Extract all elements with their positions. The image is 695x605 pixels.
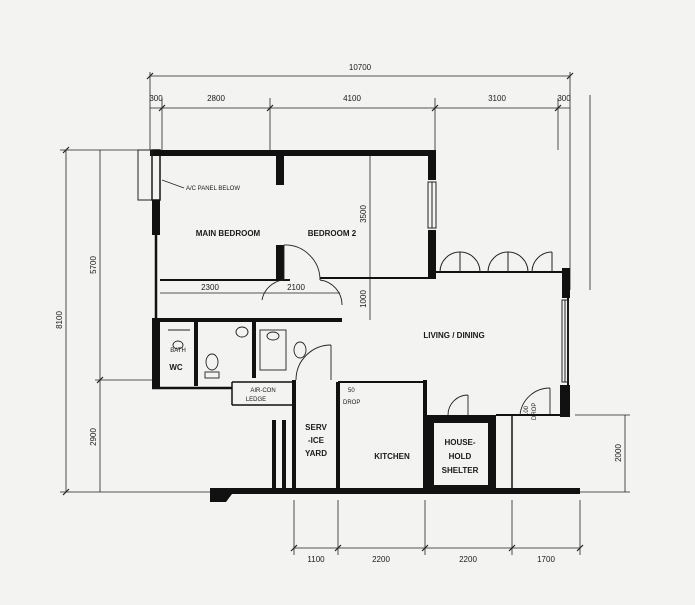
walls xyxy=(150,149,580,502)
dim-bottom-3: 2200 xyxy=(459,555,477,564)
label-shelter-1: HOUSE- xyxy=(444,438,475,447)
note-drop-100: 100 xyxy=(524,405,530,416)
dim-left-total: 8100 xyxy=(55,311,64,329)
label-bath: BATH xyxy=(170,348,186,354)
dim-bottom-4: 1700 xyxy=(537,555,555,564)
dim-right-2000: 2000 xyxy=(614,444,623,462)
label-shelter-2: HOLD xyxy=(449,452,472,461)
label-bedroom-2: BEDROOM 2 xyxy=(308,229,357,238)
dim-interior-3500: 3500 xyxy=(359,205,368,223)
dimension-labels: 10700 300 2800 4100 3100 300 8100 5700 2… xyxy=(55,63,623,564)
dim-left-lower: 2900 xyxy=(89,428,98,446)
note-drop-50: 50 xyxy=(348,388,355,394)
label-ac-ledge-2: LEDGE xyxy=(246,397,266,403)
label-living-dining: LIVING / DINING xyxy=(423,331,484,340)
dim-left-upper: 5700 xyxy=(89,256,98,274)
dim-top-1: 2800 xyxy=(207,94,225,103)
label-kitchen: KITCHEN xyxy=(374,452,410,461)
bathroom-fixtures xyxy=(168,326,307,379)
dim-overall-top: 10700 xyxy=(349,63,372,72)
note-drop-50-label: DROP xyxy=(343,400,360,406)
dim-bottom-1: 1100 xyxy=(307,555,325,564)
label-wc: WC xyxy=(169,363,183,372)
dim-top-left-edge: 300 xyxy=(149,94,163,103)
door-swings xyxy=(261,244,551,416)
dim-interior-2100: 2100 xyxy=(287,283,305,292)
label-service-yard-1: SERV xyxy=(305,423,327,432)
dim-bottom-2: 2200 xyxy=(372,555,390,564)
dim-top-2: 4100 xyxy=(343,94,361,103)
dim-interior-2300: 2300 xyxy=(201,283,219,292)
label-service-yard-2: -ICE xyxy=(308,436,325,445)
dimension-lines xyxy=(60,72,630,555)
dim-top-right-edge: 300 xyxy=(557,94,571,103)
dim-interior-1000: 1000 xyxy=(359,290,368,308)
label-main-bedroom: MAIN BEDROOM xyxy=(196,229,261,238)
note-drop-100-label: DROP xyxy=(532,403,538,420)
room-labels: A/C PANEL BELOW MAIN BEDROOM BEDROOM 2 L… xyxy=(161,179,538,475)
label-ac-ledge-1: AIR-CON xyxy=(250,388,275,394)
windows xyxy=(137,149,569,383)
note-ac-panel: A/C PANEL BELOW xyxy=(186,186,240,192)
dim-top-3: 3100 xyxy=(488,94,506,103)
label-service-yard-3: YARD xyxy=(305,449,327,458)
label-shelter-3: SHELTER xyxy=(442,466,479,475)
balcony-doors xyxy=(439,251,553,273)
